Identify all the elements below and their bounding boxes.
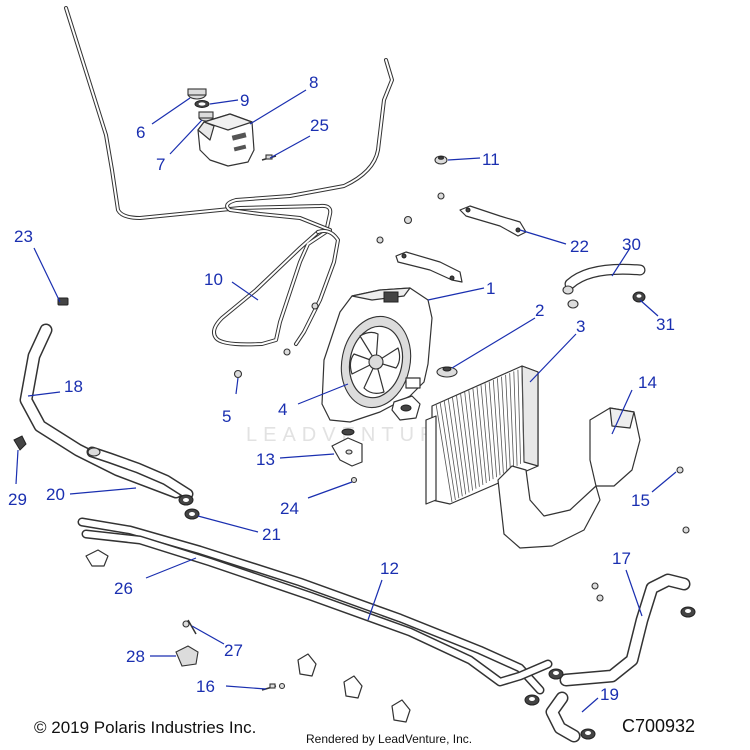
callout-6: 6: [136, 123, 145, 142]
callout-25: 25: [310, 116, 329, 135]
part-29-clip: [13, 435, 27, 451]
part-17-hose: [559, 573, 696, 687]
part-11-nut: [434, 155, 448, 165]
callout-5: 5: [222, 407, 231, 426]
part-30-hose: [562, 263, 646, 295]
part-9-oring: [194, 100, 210, 108]
callout-30: 30: [622, 235, 641, 254]
callout-26: 26: [114, 579, 133, 598]
callout-9: 9: [240, 91, 249, 110]
part-18-tube: [19, 323, 183, 499]
part-7-cap: [198, 111, 214, 122]
callout-21: 21: [262, 525, 281, 544]
part-22-bracket: [459, 205, 527, 237]
rendered-by-text: Rendered by LeadVenture, Inc.: [306, 732, 473, 746]
callout-28: 28: [126, 647, 145, 666]
callout-27: 27: [224, 641, 243, 660]
callout-31: 31: [656, 315, 675, 334]
part-12-tube: [81, 529, 553, 687]
copyright-text: © 2019 Polaris Industries Inc.: [34, 718, 257, 737]
part-10-rod: [64, 6, 394, 347]
diagram-code: C700932: [622, 716, 696, 736]
callout-2: 2: [535, 301, 544, 320]
callout-3: 3: [576, 317, 585, 336]
part-26-tube: [77, 517, 545, 695]
callout-1: 1: [486, 279, 495, 298]
tube-clips: [85, 549, 411, 723]
part-6-cap: [187, 88, 207, 100]
callout-11: 11: [482, 150, 500, 169]
callout-18: 18: [64, 377, 83, 396]
callout-10: 10: [204, 270, 223, 289]
part-28-clip: [175, 645, 199, 667]
callout-14: 14: [638, 373, 657, 392]
part-14-shroud: [497, 407, 641, 549]
callout-19: 19: [600, 685, 619, 704]
callout-15: 15: [631, 491, 650, 510]
part-19-hose: [524, 668, 596, 743]
fan-mount: [391, 395, 421, 421]
part-4-fan: [349, 291, 421, 394]
part-2-grommet: [436, 366, 458, 378]
callout-24: 24: [280, 499, 299, 518]
part-31-clamp: [567, 291, 646, 309]
leader-lines: [15, 89, 677, 713]
callout-20: 20: [46, 485, 65, 504]
part-20-tube: [86, 446, 194, 500]
callout-7: 7: [156, 155, 165, 174]
part-13-bracket: [331, 428, 363, 467]
part-23-screw: [57, 297, 69, 306]
callout-8: 8: [309, 73, 318, 92]
callout-29: 29: [8, 490, 27, 509]
callout-4: 4: [278, 400, 287, 419]
callout-12: 12: [380, 559, 399, 578]
small-fasteners: [182, 192, 690, 690]
part-8-reservoir: [197, 113, 255, 167]
fan-bracket: [395, 251, 463, 283]
callout-16: 16: [196, 677, 215, 696]
part-27-bolt: [187, 619, 197, 635]
callout-labels: 1 2 3 4 5 6 7 8 9 10 11 12 13 14 15 16 1…: [8, 73, 675, 704]
callout-13: 13: [256, 450, 275, 469]
callout-17: 17: [612, 549, 631, 568]
callout-23: 23: [14, 227, 33, 246]
part-21-clamps: [178, 494, 200, 520]
callout-22: 22: [570, 237, 589, 256]
